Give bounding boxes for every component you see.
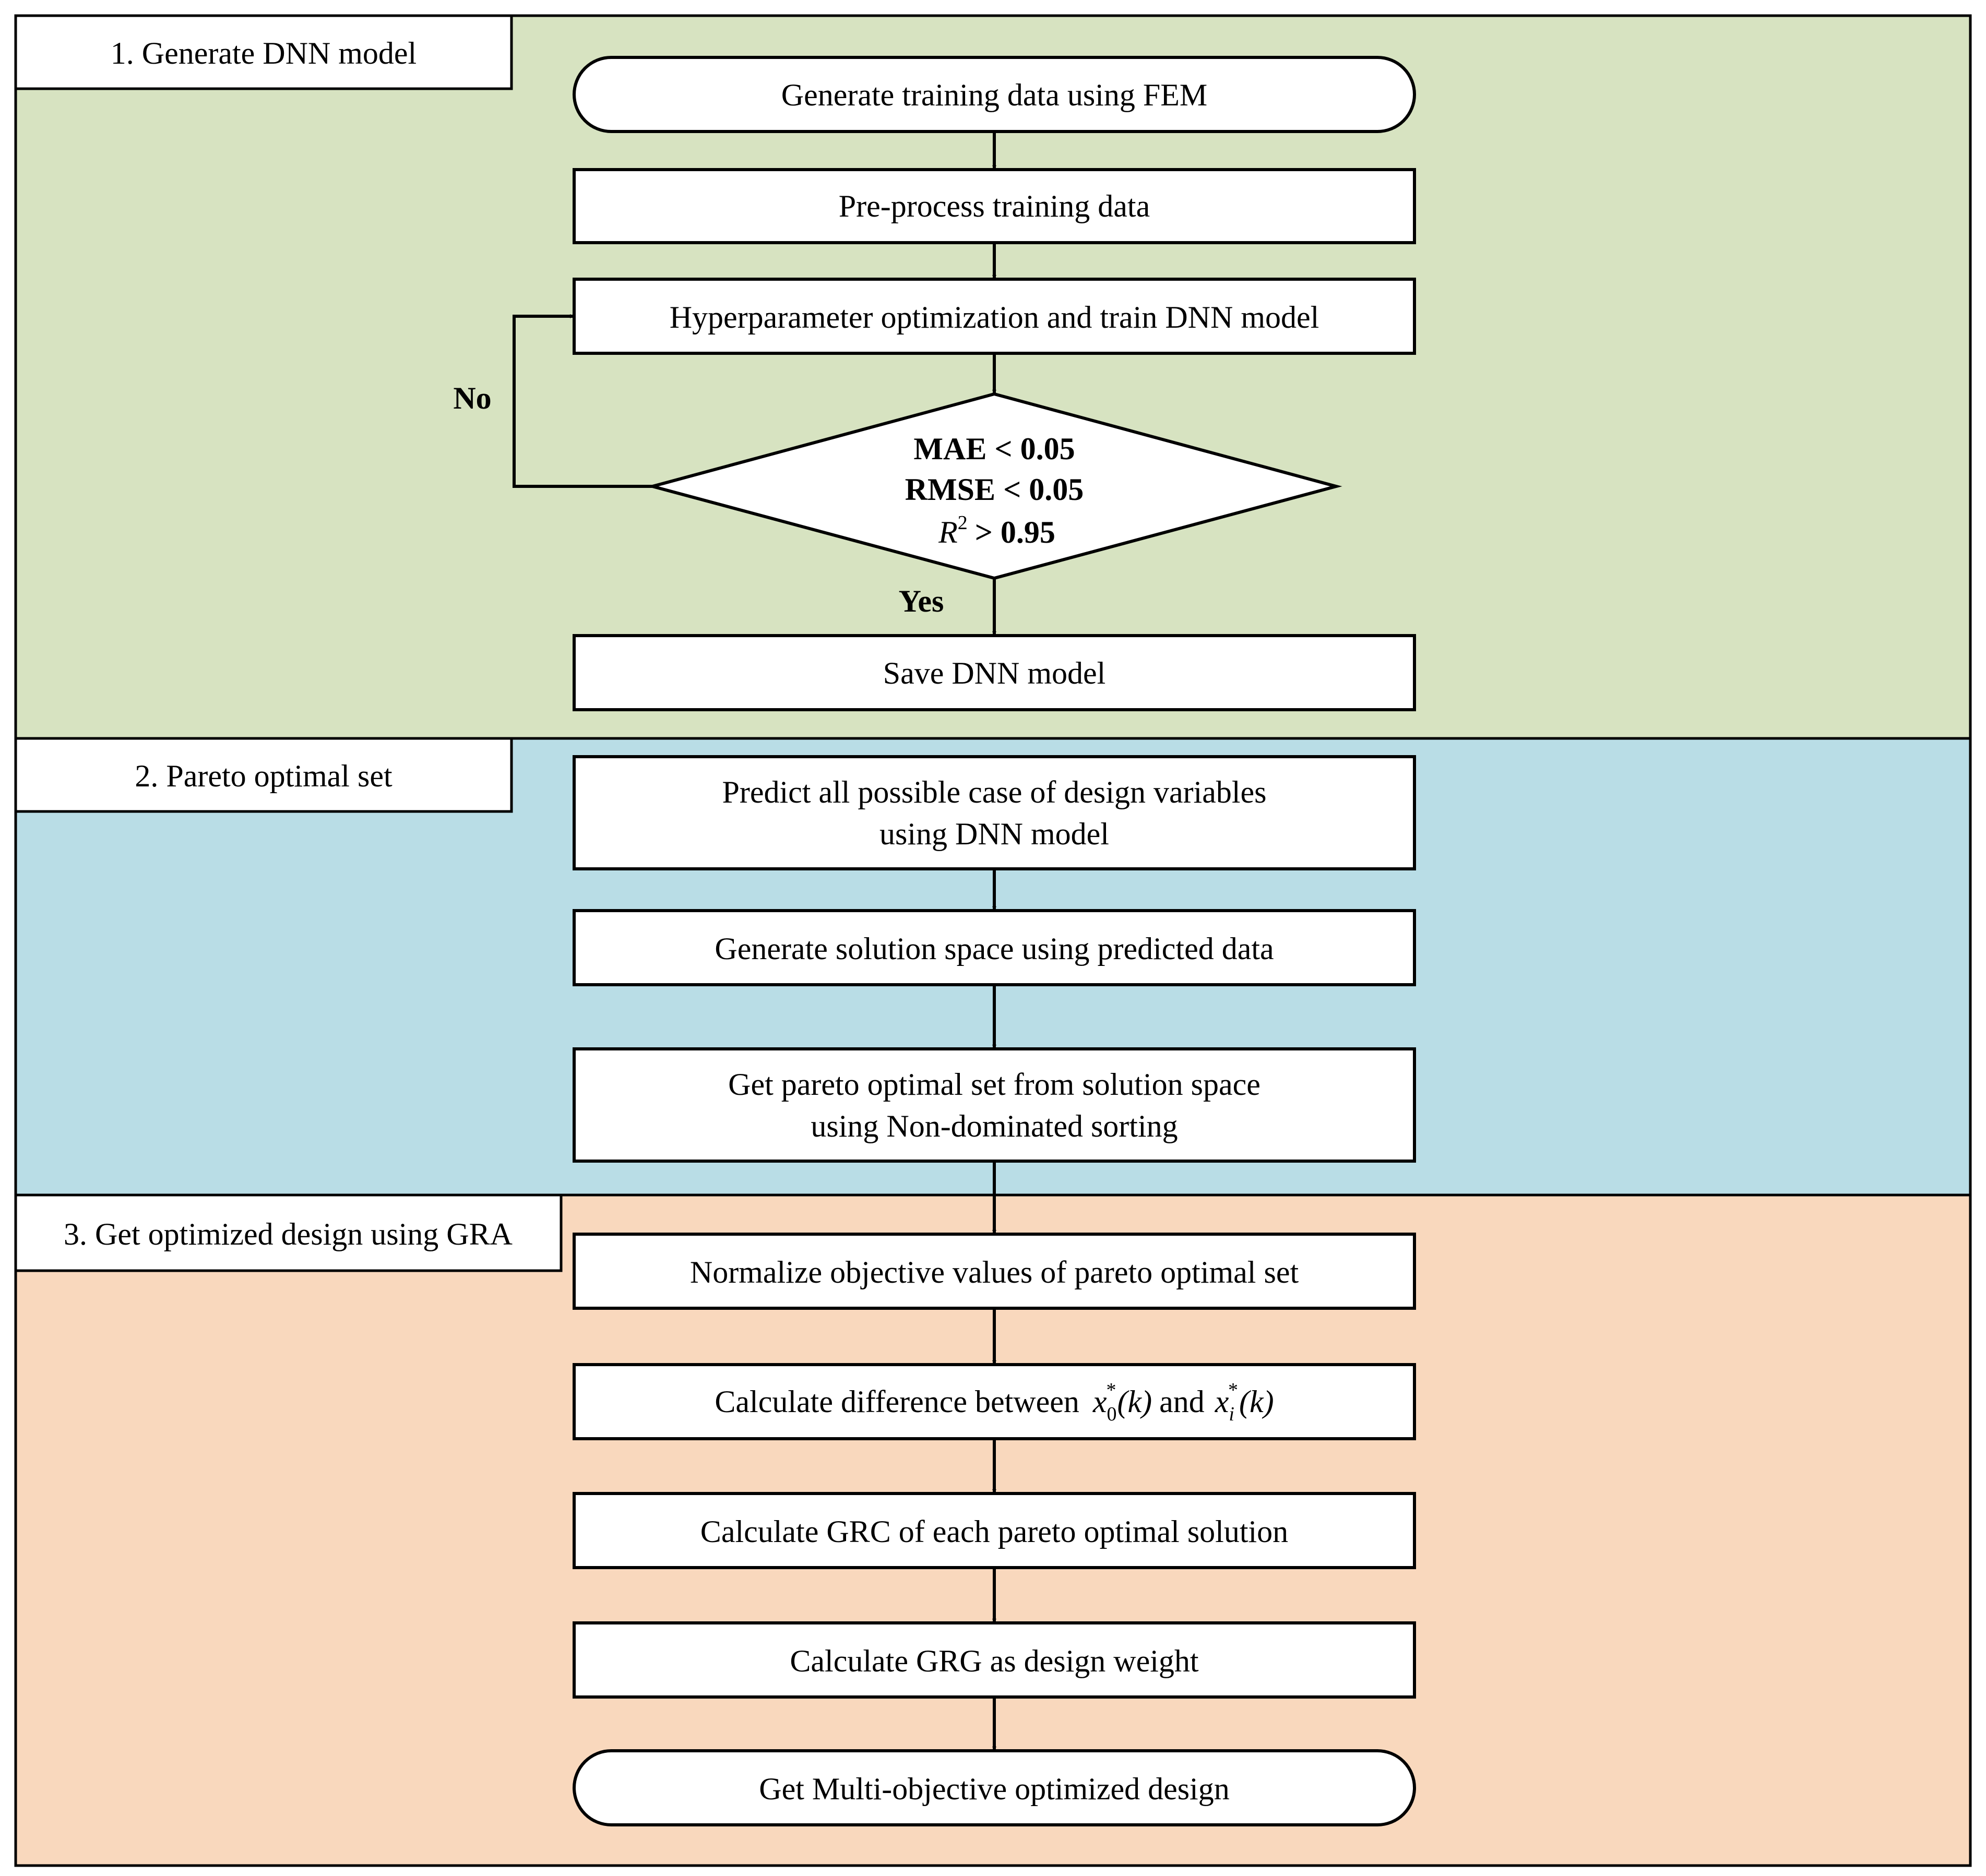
process-calculate-grc <box>573 1492 1416 1569</box>
process-calculate-difference <box>573 1363 1416 1440</box>
process-generate-solution-space <box>573 909 1416 986</box>
normalize-label: Normalize objective values of pareto opt… <box>690 1255 1299 1289</box>
process-preprocess <box>573 168 1416 244</box>
decision-mae-condition: MAE < 0.05 <box>913 432 1075 466</box>
xi-argument: (k) <box>1239 1384 1274 1419</box>
process-get-pareto-set <box>573 1047 1416 1163</box>
x0-argument: (k) <box>1117 1384 1152 1419</box>
process-save-dnn-model <box>573 634 1416 711</box>
xi-base: x <box>1215 1384 1229 1419</box>
difference-prefix: Calculate difference between <box>715 1384 1079 1419</box>
section-3-title-box <box>14 1193 563 1272</box>
branch-no-label: No <box>453 381 491 415</box>
generate-training-data-label: Generate training data using FEM <box>781 78 1207 112</box>
section-3-title: 3. Get optimized design using GRA <box>64 1217 513 1251</box>
decision-rmse-condition: RMSE < 0.05 <box>905 472 1084 507</box>
decision-r2-condition: R2 > 0.95 <box>938 512 1055 549</box>
preprocess-label: Pre-process training data <box>839 189 1150 223</box>
r2-threshold: > 0.95 <box>975 515 1055 549</box>
x0-star: * <box>1107 1379 1116 1401</box>
section-1-title-box <box>14 14 513 90</box>
r2-exponent: 2 <box>958 512 968 534</box>
arrow-decision-no-loop <box>513 314 652 488</box>
section-2-title-box <box>14 737 513 813</box>
branch-yes-label: Yes <box>899 584 944 618</box>
process-predict-design-variables <box>573 755 1416 870</box>
hyperparameter-label: Hyperparameter optimization and train DN… <box>670 300 1319 334</box>
section-1-title: 1. Generate DNN model <box>111 36 417 70</box>
x0-subscript: 0 <box>1107 1403 1117 1425</box>
x0-base: x <box>1092 1384 1107 1419</box>
xi-subscript: i <box>1229 1403 1234 1425</box>
r2-symbol: R <box>938 515 958 549</box>
difference-and: and <box>1159 1384 1205 1419</box>
xi-star: * <box>1228 1379 1238 1401</box>
save-model-label: Save DNN model <box>883 656 1106 690</box>
section-2-title: 2. Pareto optimal set <box>135 759 393 793</box>
calculate-grc-label: Calculate GRC of each pareto optimal sol… <box>700 1514 1288 1549</box>
generate-solution-space-label: Generate solution space using predicted … <box>715 931 1274 966</box>
process-calculate-grg <box>573 1621 1416 1699</box>
calculate-grg-label: Calculate GRG as design weight <box>790 1644 1198 1678</box>
get-optimized-design-label: Get Multi-objective optimized design <box>759 1772 1229 1806</box>
